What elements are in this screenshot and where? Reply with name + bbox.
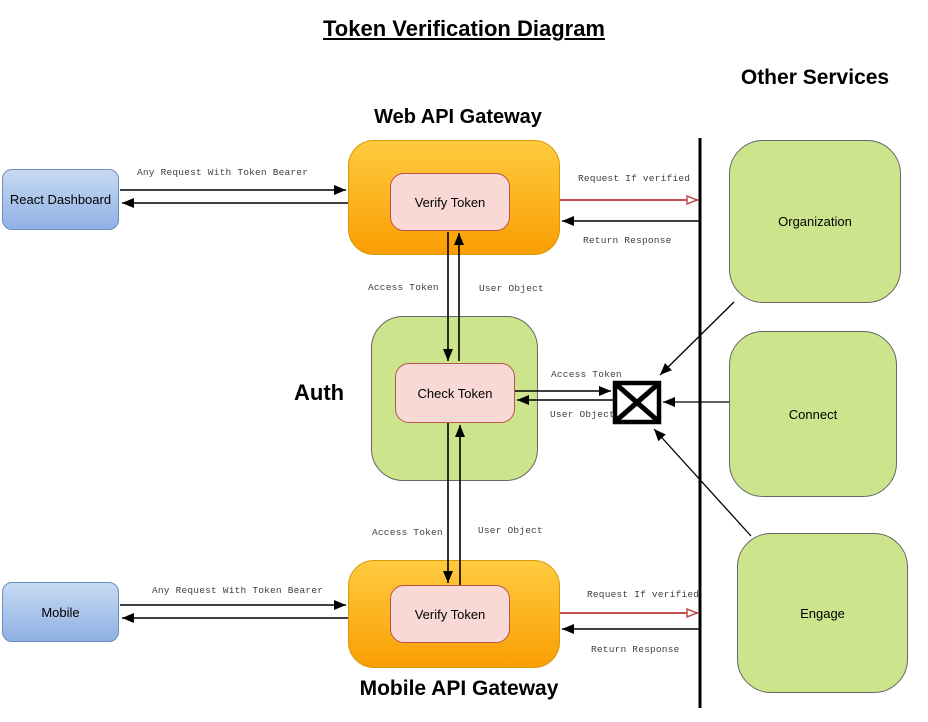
connect-node: Connect [729,331,897,497]
mobile-node: Mobile [2,582,119,642]
mobile-api-gateway-heading: Mobile API Gateway [359,677,559,700]
auth-heading: Auth [294,380,345,405]
other-services-heading: Other Services [740,66,890,89]
web-user-object-label: User Object [479,283,544,294]
edge-organization-junction [659,301,735,376]
mobile-label: Mobile [41,604,80,620]
react-dashboard-node: React Dashboard [2,169,119,230]
engage-label: Engage [800,605,845,621]
web-api-gateway-heading: Web API Gateway [374,106,542,128]
check-token-node: Check Token [395,363,515,423]
mobile-request-if-verified-label: Request If verified [587,589,700,600]
organization-node: Organization [729,140,901,303]
web-access-token-label: Access Token [368,282,439,293]
diagram-title: Token Verification Diagram [322,16,605,41]
mobile-user-object-label: User Object [478,525,543,536]
mobile-verify-token-node: Verify Token [390,585,510,643]
mobile-verify-token-label: Verify Token [414,606,486,622]
junction-access-token-label: Access Token [551,369,622,380]
react-dashboard-label: React Dashboard [9,192,112,207]
web-verify-token-label: Verify Token [414,194,486,210]
organization-label: Organization [778,214,852,229]
mobile-request-label: Any Request With Token Bearer [152,585,324,596]
web-request-if-verified-label: Request If verified [578,173,691,184]
engage-node: Engage [737,533,908,693]
junction-user-object-label: User Object [550,409,615,420]
web-request-label: Any Request With Token Bearer [137,167,309,178]
check-token-label: Check Token [417,385,493,401]
web-verify-token-node: Verify Token [390,173,510,231]
connect-label: Connect [788,406,838,422]
mobile-access-token-label: Access Token [372,527,443,538]
junction-x-icon [612,380,662,425]
mobile-return-response-label: Return Response [591,644,680,655]
web-return-response-label: Return Response [583,235,672,246]
